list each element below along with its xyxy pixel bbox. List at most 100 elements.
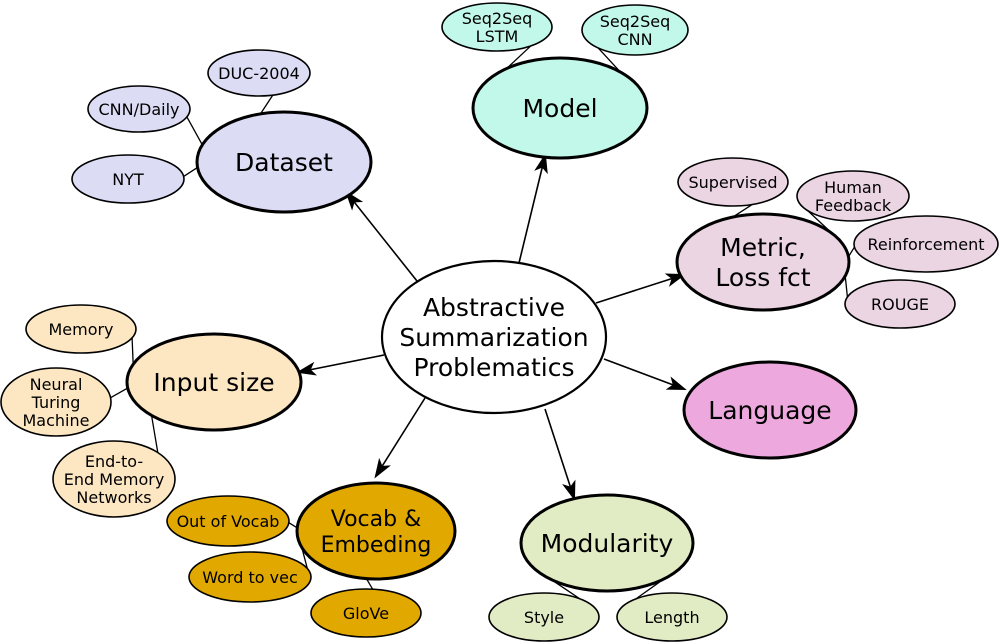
leaf-word-to-vec: Word to vec [188,551,312,603]
leaf-neural-turing-machine-label: Machine [23,411,90,430]
arrow-to-dataset [345,190,418,282]
leaf-style-ellipse [488,592,600,642]
leaf-word-to-vec-label: Word to vec [202,568,297,587]
arrow-to-vocab [374,397,426,479]
leaf-end-to-end-memory-networks-label: End-to- [85,452,143,471]
node-modularity-label: Modularity [541,529,674,558]
leaf-seq2seq-cnn-label: Seq2Seq [600,12,671,31]
node-dataset: Dataset [195,110,373,214]
node-model-ellipse [471,56,649,160]
leaf-rouge: ROUGE [844,279,956,329]
leaf-glove: GloVe [310,588,422,638]
leaf-duc-2004: DUC-2004 [207,49,311,97]
leaf-style: Style [488,592,600,642]
leaf-out-of-vocab: Out of Vocab [166,495,290,547]
leaf-end-to-end-memory-networks-ellipse [52,440,176,518]
arrow-to-metric [595,273,686,304]
node-metric-label: Loss fct [715,263,810,292]
node-vocab-ellipse [295,481,457,581]
node-vocab-label: Vocab & [331,507,422,532]
arrow-to-language [603,358,687,391]
leaf-glove-label: GloVe [343,604,389,623]
arrow-to-input-size [296,354,385,376]
node-input-size-ellipse [125,332,303,432]
leaf-cnn-daily: CNN/Daily [87,85,191,133]
leaf-human-feedback-label: Feedback [815,196,892,215]
leaf-neural-turing-machine-label: Turing [31,393,81,412]
leaf-cnn-daily-ellipse [87,85,191,133]
leaf-length: Length [616,592,728,642]
leaf-word-to-vec-ellipse [188,551,312,603]
leaf-nyt-ellipse [71,154,185,204]
leaf-out-of-vocab-ellipse [166,495,290,547]
leaf-duc-2004-ellipse [207,49,311,97]
leaf-cnn-daily-label: CNN/Daily [99,100,180,119]
leaf-seq2seq-cnn-label: CNN [617,30,652,49]
leaf-reinforcement-ellipse [853,215,999,273]
leaf-seq2seq-lstm-label: LSTM [476,27,519,46]
leaf-neural-turing-machine-label: Neural [30,375,83,394]
leaf-style-label: Style [524,608,564,627]
center-node-label: Problematics [413,353,574,382]
connector-input-size-memory [131,337,134,365]
arrow-to-modularity [544,408,576,501]
node-metric: Metric,Loss fct [675,212,851,312]
node-vocab-label: Embeding [321,533,432,558]
node-model: Model [471,56,649,160]
leaf-supervised-label: Supervised [688,173,777,192]
node-input-size: Input size [125,332,303,432]
leaf-memory-label: Memory [48,320,113,339]
node-language: Language [682,360,858,460]
leaf-reinforcement: Reinforcement [853,215,999,273]
connector-model-seq2seq-lstm [506,45,532,70]
leaf-length-label: Length [644,608,699,627]
connector-model-seq2seq-cnn [597,47,621,73]
connector-metric-rouge [844,276,849,298]
leaf-nyt-label: NYT [112,170,144,189]
arrow-to-model [518,153,548,264]
leaf-rouge-label: ROUGE [871,295,929,314]
node-vocab: Vocab &Embeding [295,481,457,581]
connector-dataset-duc-2004 [259,94,274,115]
node-input-size-label: Input size [153,368,274,397]
leaf-seq2seq-cnn-ellipse [581,4,689,56]
leaf-duc-2004-label: DUC-2004 [218,64,300,83]
node-dataset-ellipse [195,110,373,214]
leaf-reinforcement-label: Reinforcement [868,235,985,254]
center-node-label: Summarization [399,323,588,352]
leaf-supervised-ellipse [677,157,789,207]
connector-input-size-end-to-end-memory-networks [150,415,159,453]
connector-vocab-glove [365,578,374,590]
leaf-nyt: NYT [71,154,185,204]
leaf-rouge-ellipse [844,279,956,329]
leaf-end-to-end-memory-networks-label: End Memory [64,470,165,489]
center-node-ellipse [380,259,608,415]
leaf-human-feedback-label: Human [824,178,882,197]
connector-dataset-nyt [183,166,198,177]
connector-dataset-cnn-daily [186,116,203,146]
leaf-out-of-vocab-label: Out of Vocab [177,512,280,531]
leaf-neural-turing-machine-ellipse [0,367,112,437]
node-modularity-ellipse [519,493,695,593]
node-dataset-label: Dataset [235,148,333,177]
leaf-length-ellipse [616,592,728,642]
node-model-label: Model [522,94,597,123]
leaf-seq2seq-lstm-ellipse [441,2,553,52]
leaf-supervised: Supervised [677,157,789,207]
node-language-label: Language [708,396,831,425]
connector-input-size-neural-turing-machine [110,387,129,399]
node-language-ellipse [682,360,858,460]
node-metric-ellipse [675,212,851,312]
leaf-human-feedback-ellipse [796,170,910,222]
leaf-end-to-end-memory-networks-label: Networks [76,488,151,507]
node-metric-label: Metric, [720,233,806,262]
node-modularity: Modularity [519,493,695,593]
leaf-glove-ellipse [310,588,422,638]
